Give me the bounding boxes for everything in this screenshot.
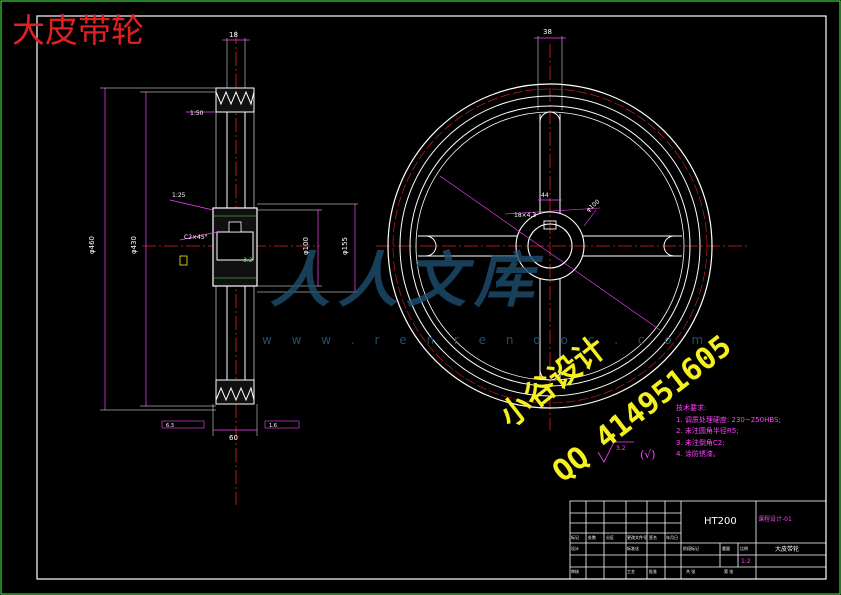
bore-circle [527,223,573,269]
svg-text:(√): (√) [640,448,656,461]
rim-lower [215,379,255,405]
spoke-end-b [539,369,561,381]
label-taper1: 1:50 [190,110,204,117]
tb-cell-7: 标准化 [627,546,639,551]
label-chamfer: C2×45° [184,234,208,241]
tech-item-4: 4. 涂防锈漆。 [676,450,720,458]
label-outer-dia: φ460 [88,236,96,254]
leader-diagonal-1 [439,175,661,331]
tol-frame-right [264,420,300,429]
tb-cell-8: 阶段标记 [683,546,699,551]
spoke-left [418,235,518,257]
tb-cell-4: 签名 [649,535,657,540]
label-bore-dia: φ100 [302,237,310,255]
label-hub-width: 60 [229,434,238,442]
tb-cell-2: 分区 [606,535,614,540]
tb-cell-15: 第 张 [724,569,734,574]
watermark-logo: 人人文库 [270,246,542,316]
tol-frame-left [161,420,205,429]
groove-upper [215,90,255,106]
groove-lower [215,386,255,402]
inner-border [36,15,827,580]
label-roughness1: 3.2 [243,257,253,264]
spoke-top [539,114,561,214]
tech-requirements: 技术要求: 1. 调质处理硬度: 230~250HBS; 2. 未注圆角半径R5… [676,403,781,461]
leader-hub [583,209,597,227]
tb-cell-1: 处数 [588,535,596,540]
tb-cell-6: 设计 [571,546,579,551]
label-front-hub: φ100 [585,198,601,213]
spoke-end-r [663,235,675,257]
label-hub-dia: φ155 [341,237,349,255]
spokes [418,111,682,381]
spoke-bottom [539,278,561,378]
label-front-width: 38 [543,28,552,36]
label-pitch-dia: φ430 [130,236,138,254]
side-view: 18 60 φ460 φ430 φ100 φ155 1:50 1:25 C2×4… [88,30,358,505]
tech-heading: 技术要求: [676,404,707,412]
tb-cell-14: 共 张 [686,569,696,574]
keyway-section [228,221,242,233]
hub-circle [515,211,585,281]
datum-box [179,255,188,266]
rim-outer-circle [387,83,713,409]
label-roughness2: 6.3 [166,423,174,429]
tb-cell-11: 审核 [571,569,579,574]
tb-cell-9: 重量 [722,546,730,551]
tech-item-3: 3. 未注倒角C2; [676,438,725,447]
leader-chamfer [179,231,218,241]
tb-cell-5: 年月日 [666,535,678,540]
rim-upper [215,87,255,113]
tb-cell-0: 标记 [571,535,579,540]
leader-taper2 [169,199,214,211]
roughness-symbol: 3.2 (√) [597,441,656,463]
tb-cell-3: 更改文件号 [627,535,647,540]
label-keyway-text: 18×4.3 [514,212,536,219]
bore-section [216,231,254,261]
drawing-title: 大皮带轮 [12,11,144,50]
tb-cell-12: 工艺 [627,569,635,574]
tb-drawing-no: 课程设计-01 [758,516,792,523]
tb-cell-10: 比例 [740,546,748,551]
tb-cell-13: 批准 [649,569,657,574]
tb-part-name: 大皮带轮 [775,546,800,553]
title-block [569,500,827,580]
pitch-circle [392,88,708,404]
rim-inner-circle-2 [409,105,691,387]
spoke-end-t [539,111,561,123]
spoke-end-l [425,235,437,257]
tech-item-2: 2. 未注圆角半径R5; [676,427,739,435]
rim-inner-circle [399,95,701,397]
svg-text:3.2: 3.2 [616,445,626,452]
tb-ratio: 1:2 [741,558,751,565]
label-roughness3: 1.6 [269,423,277,429]
label-keyway: 44 [541,192,549,199]
spoke-right [582,235,682,257]
tech-item-1: 1. 调质处理硬度: 230~250HBS; [676,415,781,424]
label-taper2: 1:25 [172,192,186,199]
watermark-url: w w w . r e n r e n d o c . c o m [262,333,712,347]
keyway-front [543,220,557,230]
tb-material: HT200 [704,516,737,527]
leader-keyway [504,207,601,215]
label-side-top-width: 18 [229,31,238,39]
